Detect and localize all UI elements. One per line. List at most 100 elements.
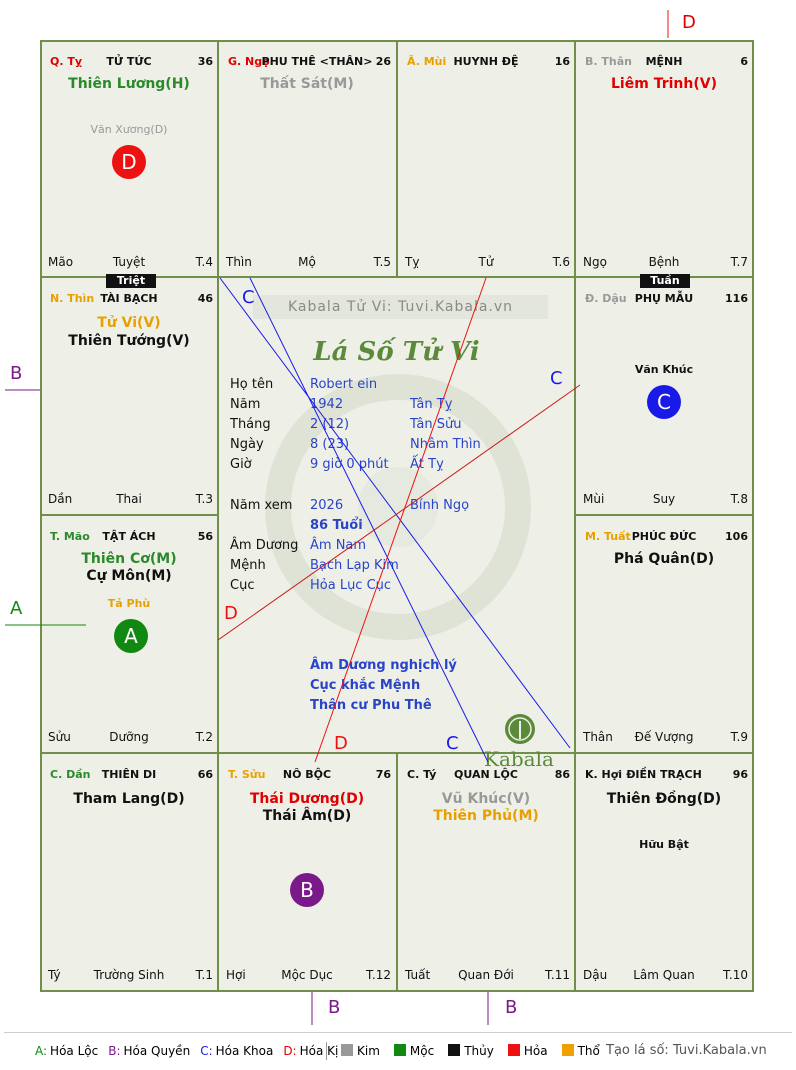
info-value: 2026	[310, 498, 344, 513]
kabala-logo: Kabala	[484, 747, 554, 771]
main-star: Thái Âm(D)	[262, 808, 352, 824]
palace-age: 76	[375, 768, 391, 781]
palace-name: PHÚC ĐỨC	[631, 530, 697, 543]
element-label: Thổ	[577, 1044, 600, 1058]
palace-name: TẬT ÁCH	[102, 530, 156, 543]
kabala-tree-icon	[505, 714, 535, 744]
annotation-b-bottom-2: B	[505, 997, 518, 1018]
palace-branch: M. Tuất	[585, 530, 631, 543]
palace-age: 16	[554, 55, 570, 68]
info-value: Âm Nam	[310, 538, 367, 553]
info-value: 9 giờ 0 phút	[310, 457, 389, 472]
cell-bottom-center: Mộ	[298, 255, 316, 269]
cell-bottom-left: Dậu	[583, 968, 608, 982]
minor-star: Văn Khúc	[634, 363, 694, 376]
cell-bottom-center: Bệnh	[648, 255, 680, 269]
info-value: 8 (23)	[310, 437, 350, 452]
palace-age: 36	[197, 55, 213, 68]
palace-name: THIÊN DI	[101, 768, 157, 781]
element-label: Mộc	[409, 1044, 435, 1058]
cell-bottom-left: Mão	[48, 255, 74, 269]
tuan-tag: Tuần	[640, 274, 690, 288]
legend-label: Hóa Lộc	[50, 1044, 99, 1058]
palace-tai-bach: N. Thìn TÀI BẠCH 46 Tử Vi(V) Thiên Tướng…	[40, 277, 218, 514]
cell-bottom-right: T.4	[195, 255, 213, 269]
cell-bottom-left: Hợi	[226, 968, 246, 982]
info-label: Họ tên	[230, 377, 274, 392]
info-value: Bạch Lạp Kim	[310, 558, 399, 573]
watermark-text: Kabala Tử Vi: Tuvi.Kabala.vn	[253, 295, 548, 319]
palace-name: ĐIỀN TRẠCH	[626, 768, 702, 781]
main-star: Thiên Lương(H)	[68, 76, 190, 92]
annotation-c-2: C	[550, 368, 563, 389]
note-1: Âm Dương nghịch lý	[310, 658, 457, 673]
palace-age: 96	[732, 768, 748, 781]
palace-branch: G. Ngọ	[228, 55, 270, 68]
palace-branch: T. Mão	[50, 530, 90, 543]
info-value-can-chi: Tân Tỵ	[410, 397, 453, 412]
cell-bottom-center: Đế Vượng	[634, 730, 694, 744]
badge-b: B	[290, 873, 324, 907]
main-star: Thiên Phủ(M)	[433, 808, 539, 824]
legend-item: B:Hóa Quyền	[108, 1044, 190, 1058]
palace-branch: Ã. Mùi	[407, 55, 447, 68]
badge-a: A	[114, 619, 148, 653]
annotation-c-1: C	[242, 287, 255, 308]
cell-bottom-center: Thai	[116, 492, 142, 506]
palace-age: 26	[375, 55, 391, 68]
badge-c: C	[647, 385, 681, 419]
legend-item: A:Hóa Lộc	[35, 1044, 98, 1058]
annotation-b-bottom-1: B	[328, 997, 341, 1018]
cell-bottom-right: T.7	[730, 255, 748, 269]
legend-item: D:Hóa Kị	[283, 1044, 338, 1058]
legend-key: B:	[108, 1044, 121, 1058]
cell-bottom-left: Mùi	[583, 492, 605, 506]
color-swatch	[507, 1044, 520, 1056]
minor-star: Hữu Bật	[639, 838, 689, 851]
info-value-can-chi: Bính Ngọ	[410, 498, 470, 513]
palace-name: PHU THÊ <THÂN>	[261, 55, 373, 68]
annotation-b-left: B	[10, 363, 23, 384]
info-value: Robert ein	[310, 377, 378, 392]
info-value: 86 Tuổi	[310, 518, 363, 533]
main-star: Tử Vi(V)	[97, 315, 161, 331]
info-value-can-chi: Nhâm Thìn	[410, 437, 481, 452]
info-label: Âm Dương	[230, 538, 299, 553]
legend-key: D:	[283, 1044, 297, 1058]
triet-tag: Triệt	[106, 274, 156, 288]
cell-bottom-right: T.10	[723, 968, 748, 982]
palace-age: 6	[740, 55, 748, 68]
palace-name: TỬ TỨC	[106, 55, 152, 68]
info-label: Ngày	[230, 437, 264, 452]
element-legend-item: Thủy	[448, 1044, 494, 1058]
legend-label: Hóa Kị	[299, 1044, 339, 1058]
palace-phu-mau: Đ. Dậu PHỤ MẪU 116 Văn Khúc C Mùi Suy T.…	[575, 277, 753, 514]
cell-bottom-center: Mộc Dục	[281, 968, 333, 982]
main-star: Cự Môn(M)	[86, 568, 172, 584]
minor-star: Tả Phù	[107, 597, 151, 610]
cell-bottom-left: Dần	[48, 492, 73, 506]
color-swatch	[393, 1044, 406, 1056]
info-label: Năm	[230, 397, 261, 412]
palace-branch: B. Thân	[585, 55, 632, 68]
cell-bottom-center: Tuyệt	[112, 255, 146, 269]
element-label: Thủy	[464, 1044, 494, 1058]
cell-bottom-right: T.2	[195, 730, 213, 744]
main-star: Vũ Khúc(V)	[441, 791, 531, 807]
main-star: Thiên Đồng(D)	[606, 791, 722, 807]
element-legend-item: Kim	[341, 1044, 380, 1058]
badge-d: D	[112, 145, 146, 179]
horoscope-chart: Q. Tỵ TỬ TỨC 36 Thiên Lương(H) Văn Xương…	[5, 10, 754, 1025]
cell-bottom-right: T.5	[373, 255, 391, 269]
info-label: Tháng	[230, 417, 271, 432]
color-swatch	[341, 1044, 353, 1056]
cell-bottom-left: Tuất	[405, 968, 431, 982]
cell-bottom-left: Ngọ	[583, 255, 607, 269]
cell-bottom-left: Thìn	[226, 255, 252, 269]
palace-phu-the: G. Ngọ PHU THÊ <THÂN> 26 Thất Sát(M) Thì…	[218, 40, 396, 277]
cell-bottom-right: T.12	[366, 968, 391, 982]
palace-age: 86	[554, 768, 570, 781]
main-star: Thái Dương(D)	[249, 791, 365, 807]
